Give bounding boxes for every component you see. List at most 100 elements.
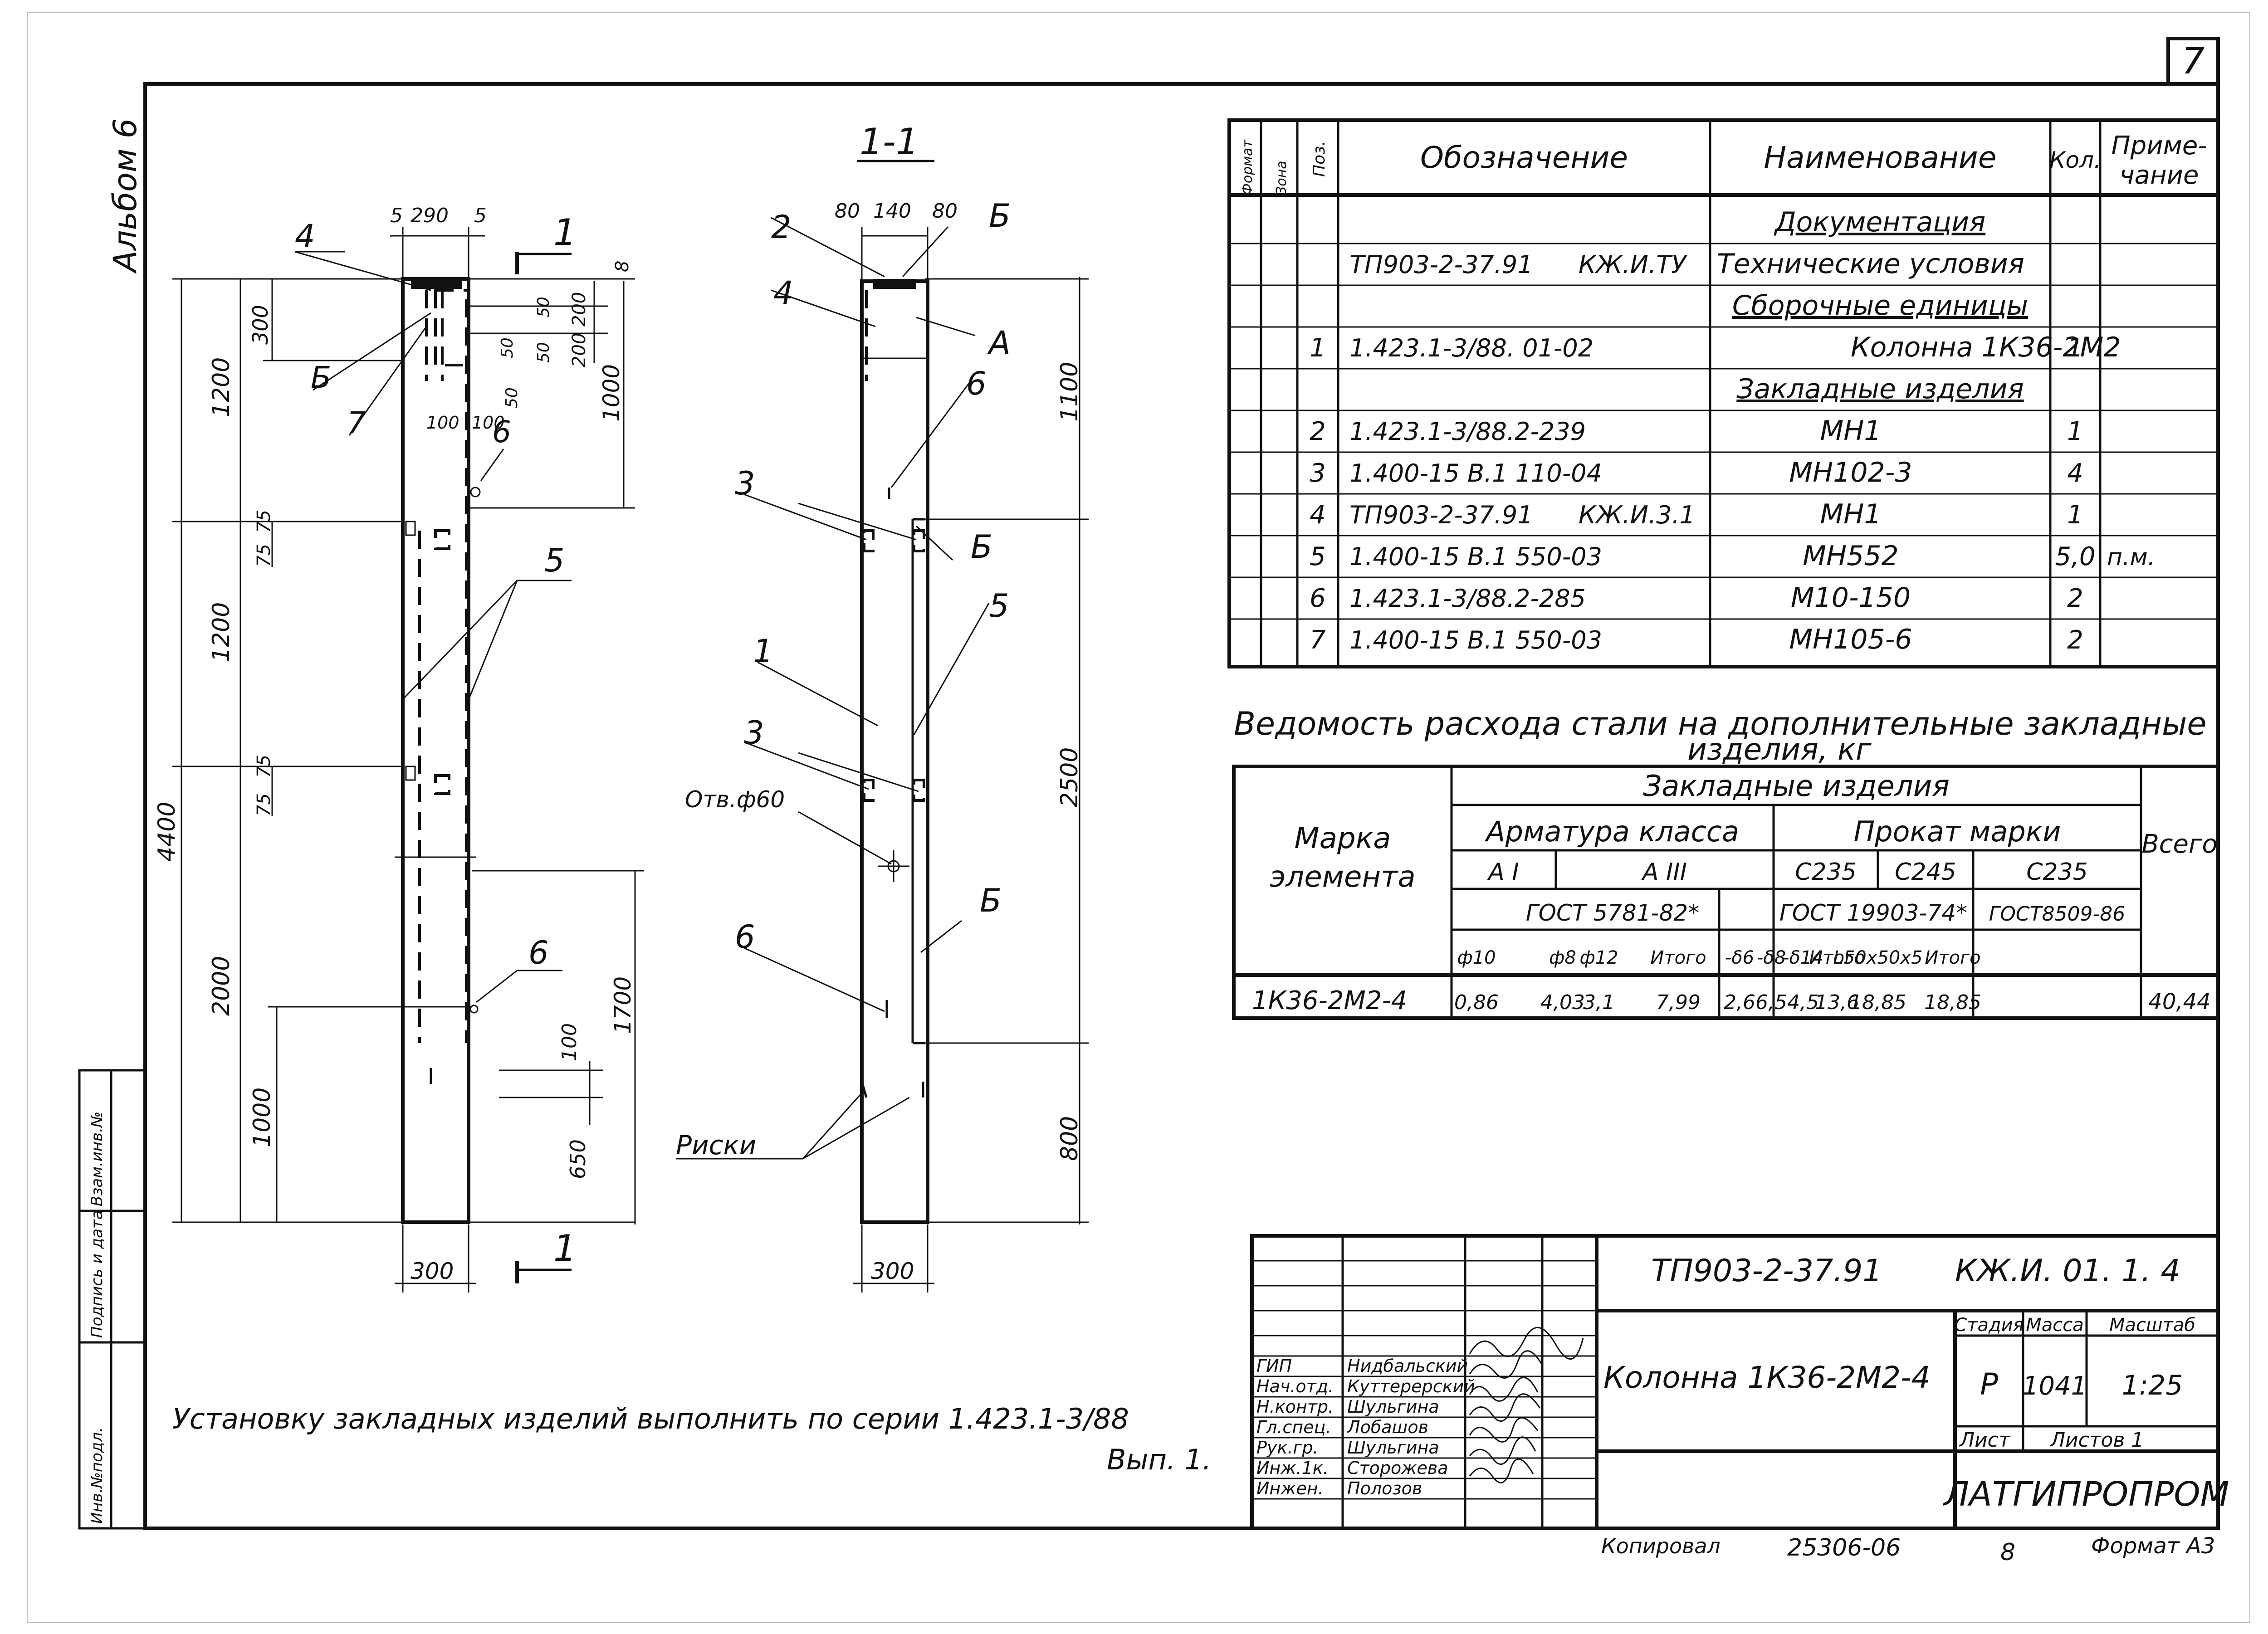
callout-6-bottom: 6 [528,934,549,971]
spec-pos: 5 [1310,542,1326,571]
steel-table-title-2: изделия, кг [1687,732,1872,767]
dim-2000: 2000 [208,956,235,1016]
spec-code: 1.423.1-3/88. 01-02 [1349,334,1593,362]
steel-value: 18,85 [1924,991,1981,1014]
steel-prokat-header: Прокат марки [1853,815,2061,848]
installation-note-issue: Вып. 1. [1107,1443,1212,1476]
steel-table [1232,765,2220,1020]
copied-mark: 25306-06 [1787,1534,1901,1561]
dim-1200-a: 1200 [208,357,235,417]
staff-role: Гл.спец. [1256,1417,1331,1437]
callout-5: 5 [544,542,565,579]
format-label: Формат А3 [2091,1533,2215,1559]
steel-total-header: Всего [2141,829,2217,859]
dim-bottom-300-r: 300 [871,1258,914,1284]
spec-pos: 2 [1310,417,1326,446]
callout-B: Б [311,360,331,395]
header-pos: Поз. [1310,141,1329,177]
staff-role: Инж.1к. [1256,1458,1329,1478]
dim-100-b: 100 [472,413,505,433]
header-note-2: чание [2120,161,2199,190]
tb-stage: Р [1980,1367,1998,1402]
spec-code: ТП903-2-37.91 [1349,250,1533,279]
steel-table-headers: Марка элемента Закладные изделия Всего А… [1270,770,2217,926]
dim-1000-r: 1000 [598,364,625,422]
header-name: Наименование [1764,140,1997,175]
tb-org: ЛАТГИПРОПРОМ [1943,1475,2229,1514]
dim-50-c: 50 [534,342,553,363]
staff-role: ГИП [1256,1356,1292,1376]
tb-stage-header: Стадия [1954,1315,2024,1336]
front-view-dimensions [172,227,644,1293]
spec-pos: 6 [1310,584,1326,613]
steel-class-a3: А III [1641,858,1687,886]
spec-qty: 2 [2067,584,2083,613]
steel-value: 4,5 [1787,991,1819,1014]
dim-75-b: 75 [254,544,274,567]
steel-value: 13,6 [1815,991,1859,1014]
spec-name: МН105-6 [1789,624,1912,655]
spec-qty: 2 [2067,625,2083,655]
spec-name: Колонна 1К36-2М2 [1851,332,2121,363]
spec-section: Закладные изделия [1736,373,2024,405]
dim-4400: 4400 [153,802,181,862]
dim-8: 8 [612,261,633,272]
steel-subcol: -δ14 [1783,947,1823,968]
staff-name: Куттерерский [1347,1376,1475,1396]
spec-qty: 1 [2067,333,2083,363]
staff-name: Полозов [1347,1478,1422,1498]
staff-name: Шульгина [1347,1438,1439,1458]
steel-row-mark: 1К36-2М2-4 [1252,986,1407,1015]
dim-50-b: 50 [498,337,517,358]
section-view-labels: 1-1 80 140 80 1100 2500 800 300 2 Б 4 А … [676,121,1083,1284]
steel-class-c235a: С235 [1795,858,1857,886]
dim-1200-b: 1200 [208,602,235,662]
staff-name: Лобашов [1346,1417,1428,1437]
dim-800: 800 [1056,1116,1083,1161]
tb-sheets-label: Листов 1 [2049,1429,2144,1452]
spec-qty: 1 [2067,500,2083,530]
side-stamp [78,1069,147,1530]
header-note-1: Приме- [2112,131,2207,161]
dim-top-290: 290 [411,204,449,227]
spec-qty: 4 [2067,458,2083,488]
dim-80-a: 80 [835,200,860,223]
steel-subcol: ф8 [1549,947,1576,968]
steel-value: 4,03 [1540,991,1585,1014]
spec-code: 1.400-15 В.1 550-03 [1349,542,1602,571]
callout-3-bottom: 3 [744,714,764,751]
tb-mass: 1041 [2023,1371,2087,1401]
dim-1700: 1700 [610,976,636,1034]
dim-75-a: 75 [254,510,274,533]
dim-100-r: 100 [558,1023,581,1061]
spec-code: 1.423.1-3/88.2-239 [1349,417,1586,446]
steel-value: 7,99 [1656,991,1701,1014]
dim-bottom-300: 300 [411,1258,454,1284]
spec-pos: 1 [1310,333,1326,363]
copied-num: 8 [2000,1539,2015,1566]
callout-6-r-bottom: 6 [735,918,755,956]
steel-gost-1: ГОСТ 5781-82* [1526,900,1699,926]
spec-pos: 7 [1310,625,1326,655]
dim-300: 300 [248,305,273,345]
spec-note: п.м. [2107,544,2155,571]
steel-mark-header-1: Марка [1295,822,1391,855]
dim-200-b: 200 [569,333,590,367]
dim-50-d: 50 [503,387,521,408]
side-stamp-sign: Подпись и дата [88,1210,106,1338]
tb-code2: КЖ.И. 01. 1. 4 [1955,1253,2180,1289]
dim-200-a: 200 [569,292,590,327]
staff-name: Сторожева [1347,1458,1448,1478]
steel-row-total: 40,44 [2148,989,2210,1015]
callout-A: А [987,324,1011,361]
steel-value: 6,5 [1755,991,1787,1014]
steel-subcol: Итого [1809,947,1865,968]
dim-75-d: 75 [254,793,274,816]
dim-1100: 1100 [1056,362,1083,422]
spec-name: МН102-3 [1789,457,1912,488]
tb-sheet-label: Лист [1959,1429,2011,1452]
steel-armatura-header: Арматура класса [1484,815,1739,848]
